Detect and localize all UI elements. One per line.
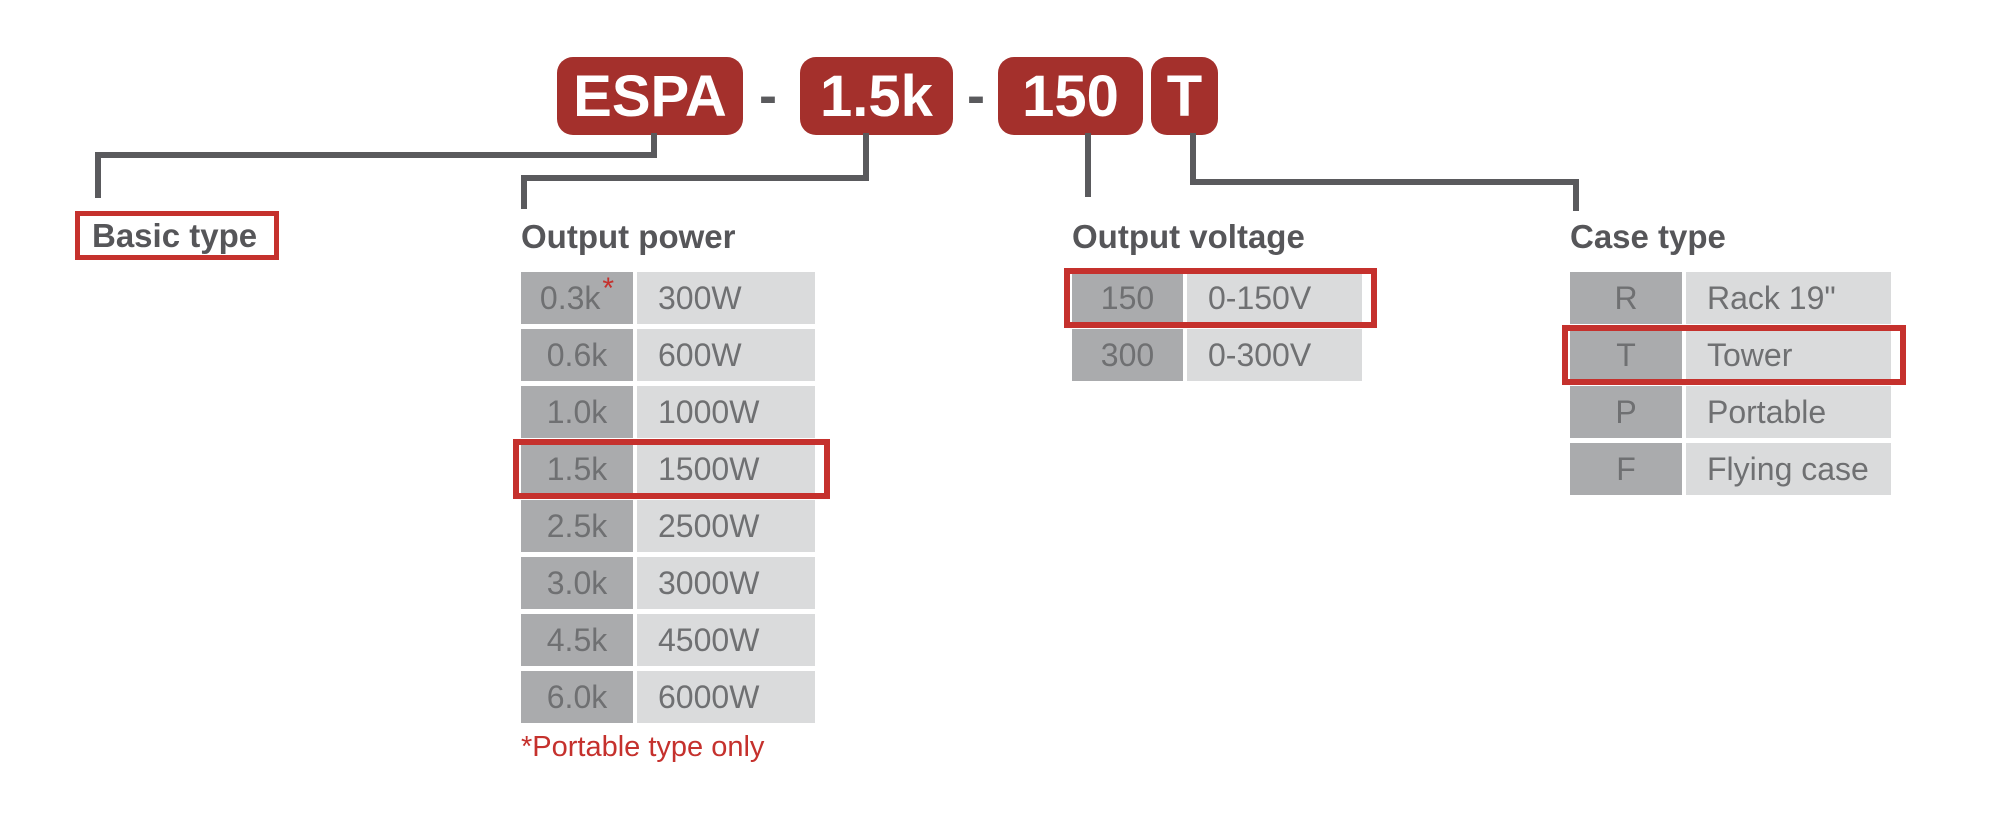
value-cell: 3000W xyxy=(637,557,815,609)
code-badge-basic-type: ESPA xyxy=(557,57,743,135)
connector-output-power-line xyxy=(521,175,869,181)
connector-case-type-drop xyxy=(1573,179,1579,211)
code-cell: 150 xyxy=(1072,272,1183,324)
value-cell: 4500W xyxy=(637,614,815,666)
output-power-heading: Output power xyxy=(521,218,736,255)
connector-basic-type-stub xyxy=(651,133,657,158)
basic-type-label: Basic type xyxy=(92,216,258,254)
value-cell: 0-150V xyxy=(1187,272,1362,324)
code-separator: - xyxy=(967,66,985,126)
portable-only-footnote: *Portable type only xyxy=(521,731,765,763)
code-cell: 0.3k* xyxy=(521,272,633,324)
connector-case-type-stub xyxy=(1190,133,1196,185)
value-cell: 0-300V xyxy=(1187,329,1362,381)
code-cell: 0.6k xyxy=(521,329,633,381)
code-cell: 3.0k xyxy=(521,557,633,609)
code-cell: 300 xyxy=(1072,329,1183,381)
table-row: 0.3k*300W xyxy=(521,272,815,324)
connector-basic-type-line xyxy=(95,152,657,158)
value-cell: Rack 19" xyxy=(1686,272,1891,324)
code-cell: 1.0k xyxy=(521,386,633,438)
value-cell: 300W xyxy=(637,272,815,324)
code-cell: 1.5k xyxy=(521,443,633,495)
code-cell: R xyxy=(1570,272,1682,324)
connector-output-voltage-line xyxy=(1085,133,1091,197)
code-separator: - xyxy=(759,66,777,126)
value-cell: 1500W xyxy=(637,443,815,495)
value-cell: Tower xyxy=(1686,329,1891,381)
value-cell: Flying case xyxy=(1686,443,1891,495)
value-cell: 1000W xyxy=(637,386,815,438)
code-cell: T xyxy=(1570,329,1682,381)
code-badge-case-type: T xyxy=(1151,57,1218,135)
connector-output-power-drop xyxy=(521,175,527,209)
code-badge-output-voltage: 150 xyxy=(998,57,1143,135)
value-cell: Portable xyxy=(1686,386,1891,438)
output-voltage-heading: Output voltage xyxy=(1072,218,1305,255)
basic-type-label-box: Basic type xyxy=(75,211,279,260)
case-type-heading: Case type xyxy=(1570,218,1726,255)
code-badge-output-power: 1.5k xyxy=(800,57,953,135)
code-cell: P xyxy=(1570,386,1682,438)
connector-output-power-stub xyxy=(863,133,869,181)
connector-basic-type-drop xyxy=(95,152,101,198)
code-cell: 6.0k xyxy=(521,671,633,723)
value-cell: 600W xyxy=(637,329,815,381)
code-cell: 4.5k xyxy=(521,614,633,666)
footnote-asterisk: * xyxy=(602,272,615,305)
code-cell: F xyxy=(1570,443,1682,495)
value-cell: 6000W xyxy=(637,671,815,723)
connector-case-type-line xyxy=(1190,179,1579,185)
code-cell: 2.5k xyxy=(521,500,633,552)
value-cell: 2500W xyxy=(637,500,815,552)
